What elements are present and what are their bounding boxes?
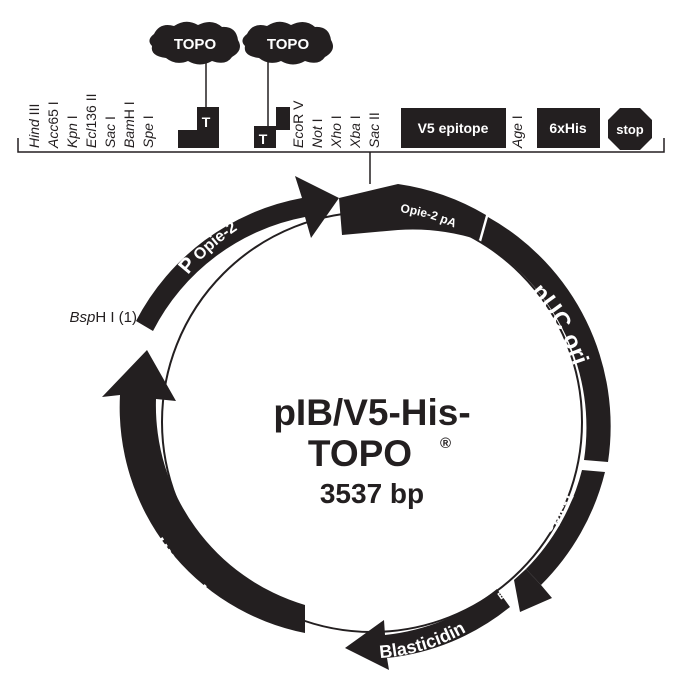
- mcs-site-label: Xho I: [328, 115, 344, 149]
- stop-octagon: [608, 108, 652, 150]
- bsph-tick: [140, 317, 156, 327]
- topo-right-cloud: [242, 21, 333, 65]
- his-tag-box: [537, 108, 600, 148]
- his-tag-label: 6xHis: [549, 120, 587, 136]
- t-overhang-right: [254, 107, 290, 148]
- mcs-site-label: Hind III: [26, 104, 42, 148]
- mcs-site-label: Age I: [509, 115, 525, 149]
- mcs-site-label: Kpn I: [64, 115, 80, 148]
- plasmid-name: pIB/V5-His-: [273, 392, 470, 433]
- ampicillin-arrow: [102, 350, 305, 633]
- registered-mark: ®: [440, 435, 451, 452]
- t-overhang-left-block: [178, 107, 219, 148]
- mcs-site-label: Sac I: [102, 116, 118, 148]
- v5-epitope-label: V5 epitope: [418, 120, 489, 136]
- opie2-pa-segment: [398, 184, 486, 240]
- opie1-promoter-segment: [526, 470, 605, 585]
- topo-right-label: TOPO: [267, 36, 310, 53]
- mcs-site-label: BamH I: [121, 101, 137, 148]
- mcs-site-label: Xba I: [347, 115, 363, 149]
- puc-ori-segment: [481, 217, 611, 462]
- bsph-site-label: BspH I (1): [69, 309, 137, 326]
- blasticidin-arrow: [345, 589, 510, 670]
- t-right-label: T: [259, 131, 268, 147]
- mcs-site-label: Acc65 I: [45, 101, 61, 149]
- v5-epitope-box: [401, 108, 506, 148]
- mcs-site-label: Sac II: [366, 112, 382, 148]
- mcs-site-label: Spe I: [140, 115, 156, 148]
- stop-label: stop: [616, 122, 644, 137]
- opie2-promoter-arrow: [136, 176, 339, 331]
- plasmid-size: 3537 bp: [320, 478, 424, 509]
- mcs-site-label: Not I: [309, 118, 325, 148]
- topo-left-label: TOPO: [174, 36, 217, 53]
- plasmid-name-topo: TOPO: [308, 433, 412, 474]
- em7-arrow: [514, 569, 552, 612]
- mcs-bracket: [17, 138, 665, 153]
- topo-left-cloud: [149, 21, 240, 65]
- opie2-label: POpie-2: [174, 219, 240, 279]
- t-left-label: T: [202, 114, 211, 130]
- mcs-site-label: Ecl136 II: [83, 94, 99, 148]
- mcs-site-label: EcoR V: [290, 100, 306, 148]
- mcs-block: [339, 184, 398, 235]
